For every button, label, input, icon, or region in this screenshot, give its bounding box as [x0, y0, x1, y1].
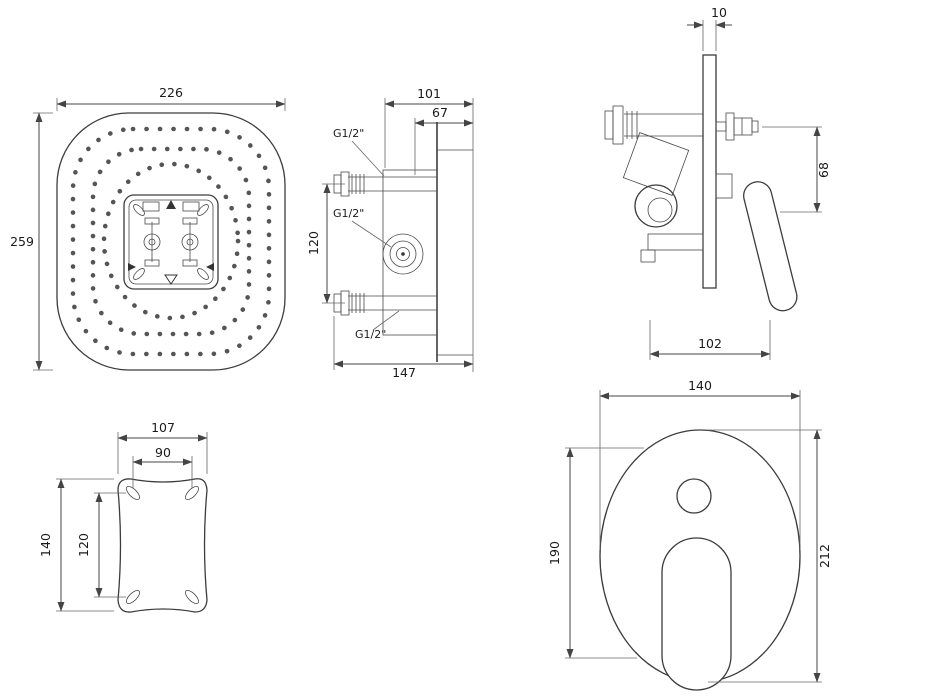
- bottom-inlet-pipe: [333, 290, 437, 316]
- dimension-width-140: 140: [599, 378, 801, 550]
- top-inlet-pipe: [333, 171, 437, 197]
- dimension-height-259: 259: [10, 112, 53, 371]
- dim-label-140-trim: 140: [688, 378, 712, 393]
- dimension-inlet-spacing-120: 120: [306, 183, 345, 304]
- mixer-side-view: 10 68 102: [604, 5, 831, 360]
- dim-label-120-valve: 120: [306, 231, 321, 255]
- connector-assembly-right: [181, 217, 199, 267]
- dim-label-101: 101: [417, 86, 441, 101]
- thread-label-top: G1/2": [333, 127, 385, 177]
- thread-mid-label: G1/2": [333, 207, 364, 220]
- dimension-slots-90: 90: [132, 445, 193, 488]
- flow-up-arrow-icon: [166, 200, 176, 209]
- bracket-outline: [117, 478, 208, 613]
- bracket-slot-tr: [185, 486, 199, 500]
- dim-label-226: 226: [159, 85, 183, 100]
- spray-nozzle-rings: [70, 126, 272, 357]
- bracket-slot-br: [185, 590, 199, 604]
- dimension-width-102: 102: [649, 320, 771, 360]
- dimension-width-226: 226: [56, 85, 286, 111]
- dim-label-147: 147: [392, 365, 416, 380]
- thread-bottom-label: G1/2": [355, 328, 386, 341]
- flow-down-arrow-icon: [164, 274, 178, 285]
- dim-label-190: 190: [547, 541, 562, 565]
- dimension-offset-68: 68: [762, 126, 831, 213]
- cartridge-housing: [634, 184, 678, 228]
- bracket-slot-tl: [126, 486, 140, 500]
- valve-body-angled: [622, 132, 690, 196]
- dim-label-68: 68: [816, 162, 831, 178]
- dim-label-10: 10: [711, 5, 727, 20]
- dim-label-259: 259: [10, 234, 34, 249]
- diverter-button: [676, 478, 712, 514]
- screw-slot-bl: [133, 268, 145, 280]
- dimension-slots-120: 120: [76, 492, 126, 598]
- cartridge-outlet: [382, 233, 424, 275]
- thread-top-label: G1/2": [333, 127, 364, 140]
- supply-pipe: [604, 105, 703, 145]
- dimension-plate-thickness-10: 10: [687, 5, 732, 51]
- dim-label-90: 90: [155, 445, 171, 460]
- dim-label-140-bracket: 140: [38, 533, 53, 557]
- dim-label-107: 107: [151, 420, 175, 435]
- handle-front: [661, 537, 732, 691]
- dimension-depth-101: 101: [384, 86, 474, 372]
- flow-right-arrow-icon: [206, 263, 214, 271]
- center-mounting-plate: [123, 194, 219, 290]
- dimension-height-212: 212: [708, 429, 832, 683]
- showerhead-outline: [56, 112, 286, 371]
- bracket-view: 107 90 140 120: [38, 420, 208, 613]
- connector-assembly-left: [143, 217, 161, 267]
- dim-label-102: 102: [698, 336, 722, 351]
- dimension-width-107: 107: [117, 420, 208, 474]
- screw-slot-br: [197, 268, 209, 280]
- thread-label-bottom: G1/2": [355, 310, 400, 341]
- diverter-knob: [715, 112, 759, 141]
- handle-lever: [743, 181, 798, 312]
- lower-bracket: [647, 233, 704, 251]
- screw-slot-tr: [197, 204, 209, 216]
- dimension-depth-67: 67: [414, 105, 474, 175]
- flow-left-arrow-icon: [128, 263, 136, 271]
- dimension-height-140: 140: [38, 478, 114, 612]
- dim-label-120-bracket: 120: [76, 533, 91, 557]
- screw-slot-tl: [133, 204, 145, 216]
- dimension-height-190: 190: [547, 447, 644, 659]
- trim-plate-edge: [702, 54, 717, 289]
- bracket-slot-bl: [126, 590, 140, 604]
- showerhead-top-view: 226 259: [10, 85, 286, 371]
- trim-front-view: 140 190 212: [547, 378, 832, 691]
- dim-label-212: 212: [817, 544, 832, 568]
- dimension-width-147: 147: [333, 316, 474, 380]
- mixer-handle: [715, 173, 798, 312]
- dim-label-67: 67: [432, 105, 448, 120]
- valve-side-view: G1/2" G1/2" G1/2" 101 67 120: [306, 86, 474, 380]
- thread-label-mid: G1/2": [333, 207, 392, 248]
